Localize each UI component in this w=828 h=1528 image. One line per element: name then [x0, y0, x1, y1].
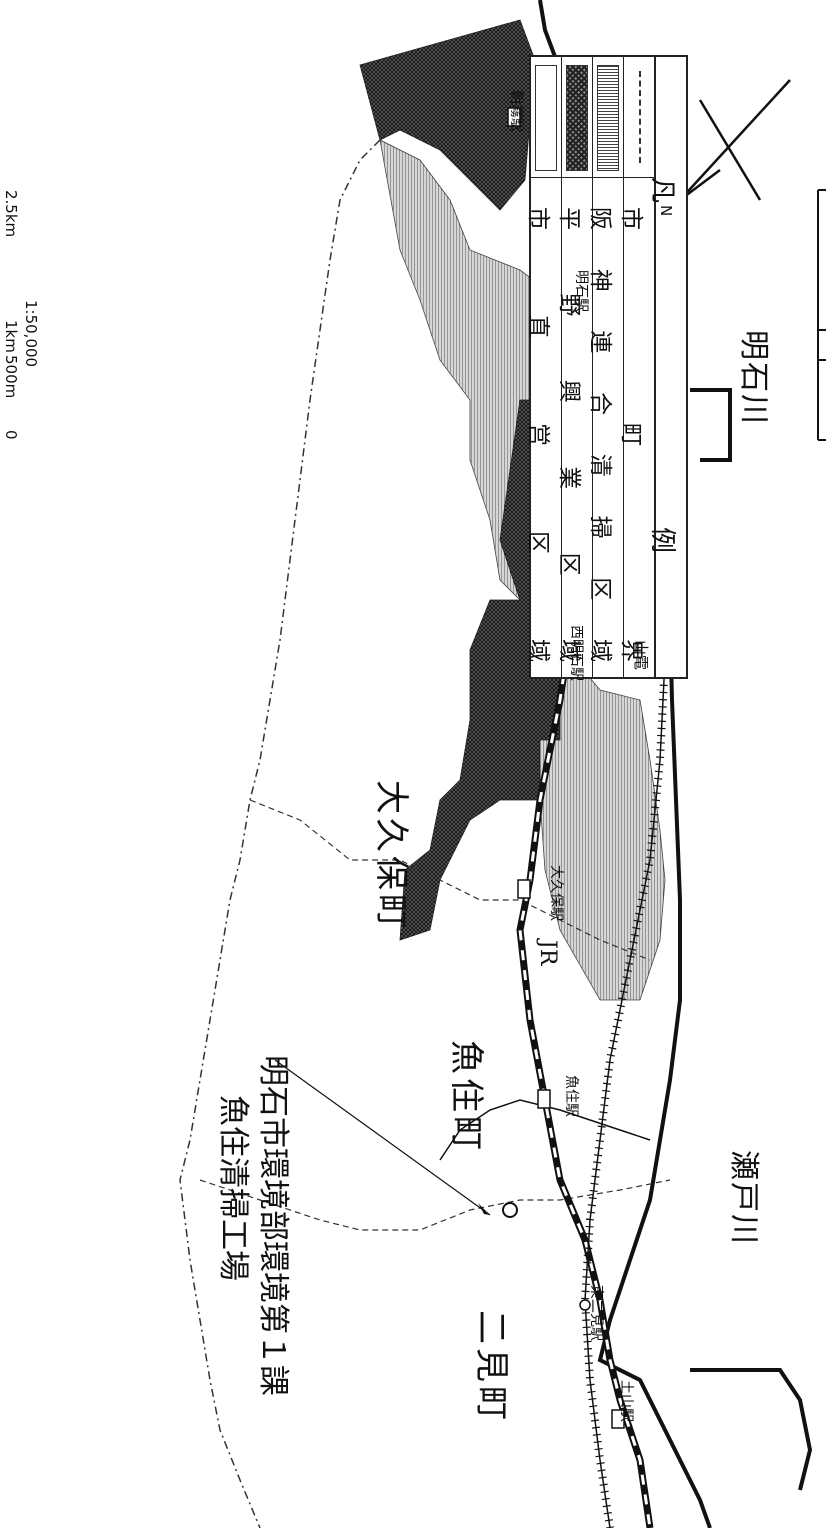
legend: 凡 例 市町界 阪神連合清掃区域 平野興業区域 市直営区域 — [525, 55, 688, 679]
rail-label-sanden: 山電 — [632, 640, 650, 671]
facility-marker — [502, 1202, 518, 1218]
legend-symbol-cell — [624, 57, 654, 178]
facility-label-line1: 明石市環境部環境第１課 — [255, 1055, 291, 1396]
municipal-boundary — [179, 139, 381, 1528]
legend-symbol-cell — [531, 57, 561, 178]
station-label-tsuchiyama: 土山駅 — [618, 1380, 634, 1422]
station-mark-asagiri — [507, 107, 521, 127]
river-label-akashi: 明石川 — [736, 330, 771, 426]
station-label-akashi: 明石駅 — [573, 270, 589, 312]
scale-bar — [817, 189, 826, 441]
town-boundary-uozumi-futami — [199, 1179, 671, 1231]
station-label-nishi-akashi: 西明石駅 — [568, 625, 584, 681]
harbor-pier — [690, 1368, 813, 1491]
region-heiya-east — [359, 19, 536, 211]
station-mark-tsuchiyama — [611, 1409, 625, 1429]
facility-leader-arrowhead — [478, 1203, 490, 1215]
legend-row-city: 市直営区域 — [525, 57, 561, 677]
town-label-uozumi: 魚住町 — [446, 1040, 486, 1154]
scale-tick-2-5km: 2.5km — [2, 190, 20, 238]
legend-symbol-crosshatch — [566, 65, 588, 171]
legend-title: 凡 例 — [647, 57, 686, 677]
station-mark-okubo — [517, 879, 531, 899]
station-label-asagiri: 朝霧駅 — [508, 90, 524, 132]
town-boundary-okubo-uozumi — [249, 799, 651, 961]
legend-symbol-hatch — [597, 65, 619, 171]
legend-row-heiya: 平野興業区域 — [556, 57, 592, 677]
legend-symbol-cell — [562, 57, 592, 178]
town-label-futami: 二見町 — [471, 1310, 511, 1424]
scale-tick-500m: 500m — [2, 355, 20, 399]
legend-symbol-dashdot — [630, 65, 650, 169]
north-label: N — [657, 205, 675, 217]
station-label-okubo: 大久保駅 — [548, 865, 564, 921]
scale-tick-0: 0 — [2, 430, 20, 440]
scale-tick-1km: 1km — [2, 320, 20, 353]
legend-symbol-cell — [593, 57, 623, 178]
station-mark-uozumi — [537, 1089, 551, 1109]
rail-label-jr: JR — [535, 940, 560, 966]
station-mark-higashi-futami — [579, 1299, 591, 1311]
legend-row-hanshin: 阪神連合清掃区域 — [587, 57, 623, 677]
station-label-uozumi: 魚住駅 — [563, 1075, 579, 1117]
station-label-higashi-futami: 東二見駅 — [588, 1285, 604, 1341]
town-label-okubo: 大久保町 — [371, 780, 411, 932]
legend-row-boundary: 市町界 — [618, 57, 654, 677]
scale-ratio: 1:50,000 — [22, 300, 40, 368]
river-label-seto: 瀬戸川 — [726, 1150, 761, 1246]
facility-leader — [274, 1059, 491, 1216]
north-arrow — [679, 79, 791, 201]
legend-label-city: 市直営区域 — [525, 207, 551, 662]
facility-label-line2: 魚住清掃工場 — [215, 1095, 251, 1281]
legend-symbol-blank — [535, 65, 557, 171]
